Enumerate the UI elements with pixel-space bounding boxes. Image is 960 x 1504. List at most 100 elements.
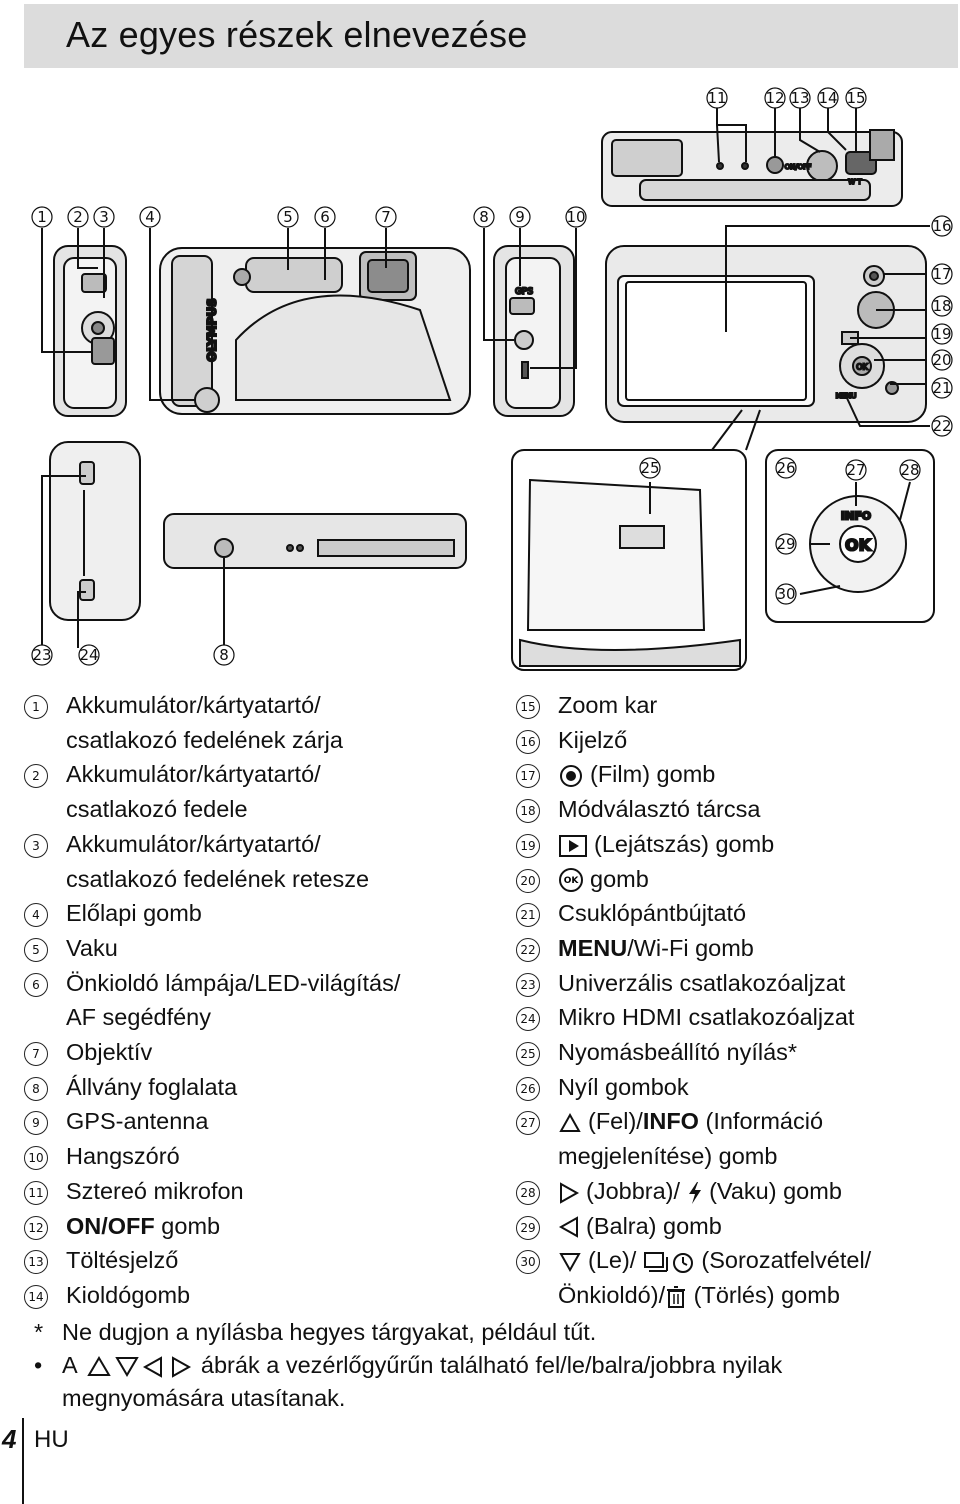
gps-label: GPS	[515, 287, 533, 297]
dial-detail-view	[765, 449, 935, 623]
info-label: INFO	[841, 510, 871, 523]
wt-label: W T	[848, 178, 862, 186]
camera-bottom-view	[163, 513, 467, 569]
movie-icon	[560, 765, 582, 788]
camera-top-view	[601, 129, 903, 207]
callout-3: 3	[99, 208, 109, 226]
camera-side-bottom-left	[49, 441, 141, 621]
direction-arrows-icon	[87, 1355, 191, 1378]
callout-8b: 8	[219, 646, 229, 664]
callout-14: 14	[818, 89, 837, 107]
ok-icon: OK	[559, 868, 583, 893]
callout-15: 15	[846, 89, 865, 107]
camera-side-left	[53, 245, 127, 417]
svg-text:OK: OK	[564, 876, 580, 886]
ok-label-small: OK	[856, 363, 868, 372]
callout-6: 6	[320, 208, 330, 226]
callout-23: 23	[32, 646, 51, 664]
callout-2: 2	[73, 208, 83, 226]
callout-25: 25	[640, 459, 659, 477]
brand-label: OLYMPUS	[205, 298, 219, 362]
camera-back-view	[605, 245, 927, 423]
callout-29: 29	[776, 535, 795, 553]
callout-16: 16	[932, 217, 951, 235]
callout-10: 10	[566, 208, 585, 226]
callout-11: 11	[707, 89, 726, 107]
open-door-view	[511, 449, 747, 671]
camera-side-right	[493, 245, 575, 417]
callout-21: 21	[932, 379, 951, 397]
callout-9: 9	[515, 208, 525, 226]
callout-27: 27	[846, 461, 865, 479]
title-bar	[24, 4, 958, 68]
callout-5: 5	[283, 208, 293, 226]
trash-icon	[667, 1285, 686, 1308]
list-item-27: 27 (Fel)/INFO (Információ megjelenítése)…	[516, 1104, 871, 1173]
left-arrow-icon	[558, 1216, 578, 1239]
up-arrow-icon	[559, 1113, 581, 1133]
camera-parts-figure: ON/OFF W T	[31, 87, 953, 671]
footer-divider	[22, 1418, 24, 1504]
callout-19: 19	[932, 325, 951, 343]
callout-17: 17	[932, 265, 951, 283]
callouts: 11 12 13 14 15 1 2 3 4 5 6 7 8 9 10 16 1…	[31, 87, 953, 666]
callout-7: 7	[381, 208, 391, 226]
flash-icon	[688, 1181, 701, 1204]
callout-28: 28	[900, 461, 919, 479]
callout-12: 12	[765, 89, 784, 107]
callout-13: 13	[790, 89, 809, 107]
camera-front-view	[159, 247, 471, 415]
list-item-28: 28 (Jobbra)/ (Vaku) gomb	[516, 1174, 871, 1209]
callout-26: 26	[776, 459, 795, 477]
ok-label: OK	[845, 536, 872, 555]
callout-18: 18	[932, 297, 951, 315]
sequential-selftimer-icon	[643, 1252, 693, 1274]
on-off-label: ON/OFF	[785, 163, 812, 171]
right-arrow-icon	[560, 1181, 580, 1204]
callout-20: 20	[932, 351, 951, 369]
list-item-17: 17 (Film) gomb	[516, 757, 871, 792]
down-arrow-icon	[559, 1253, 581, 1273]
note-asterisk: *Ne dugjon a nyílásba hegyes tárgyakat, …	[34, 1319, 597, 1345]
callout-1: 1	[37, 208, 47, 226]
playback-icon	[559, 834, 587, 857]
language-code: HU	[34, 1426, 69, 1453]
callout-22: 22	[932, 417, 951, 435]
list-item-29: 29 (Balra) gomb	[516, 1209, 871, 1244]
callout-8: 8	[479, 208, 489, 226]
page-title: Az egyes részek elnevezése	[66, 14, 528, 55]
notes: *Ne dugjon a nyílásba hegyes tárgyakat, …	[30, 1316, 782, 1415]
page-number: 4	[2, 1424, 17, 1454]
note-bullet: •A ábrák a vezérlőgyűrűn található fel/l…	[34, 1352, 783, 1411]
callout-4: 4	[145, 208, 155, 226]
callout-30: 30	[776, 585, 795, 603]
list-item-30: 30 (Le)/ (Sorozatfelvétel/ Önkioldó)/ (T…	[516, 1243, 871, 1312]
list-item-19: 19 (Lejátszás) gomb	[516, 827, 871, 862]
